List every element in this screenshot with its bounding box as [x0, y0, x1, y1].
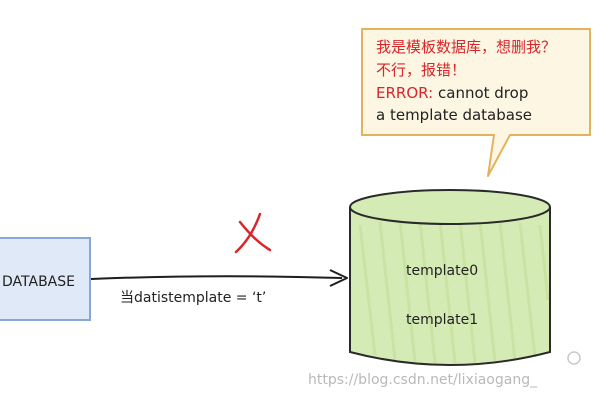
- arrow-condition-label: 当datistemplate = ‘t’: [120, 290, 266, 306]
- arrow-head: [329, 269, 348, 287]
- callout-line-1: 我是模板数据库，想删我？: [376, 38, 556, 56]
- database-cylinder: template0 template1: [349, 189, 551, 366]
- callout-line-2: 不行，报错！: [376, 61, 466, 79]
- callout-error-label: ERROR:: [376, 84, 433, 102]
- callout-bubble: 我是模板数据库，想删我？ 不行，报错！ ERROR: cannot drop a…: [361, 28, 591, 177]
- red-x-icon: [234, 212, 272, 254]
- database-item: template1: [406, 312, 478, 328]
- blocked-arrow: 当datistemplate = ‘t’: [90, 269, 348, 306]
- command-box-label: DATABASE: [2, 274, 75, 290]
- database-item: template0: [406, 263, 478, 279]
- callout-line-4: a template database: [376, 106, 532, 124]
- callout-shape: [361, 28, 591, 177]
- cylinder-hatch: [358, 220, 550, 364]
- cylinder-top: [349, 189, 551, 225]
- watermark: https://blog.csdn.net/lixiaogang_: [308, 351, 581, 388]
- command-box: DATABASE: [0, 237, 91, 321]
- cylinder-body: [350, 207, 550, 365]
- watermark-logo-icon: [567, 351, 581, 365]
- command-box-shape: [0, 237, 91, 321]
- arrow-line: [90, 275, 343, 280]
- watermark-text: https://blog.csdn.net/lixiaogang_: [308, 372, 538, 388]
- callout-error-message: cannot drop: [438, 84, 528, 102]
